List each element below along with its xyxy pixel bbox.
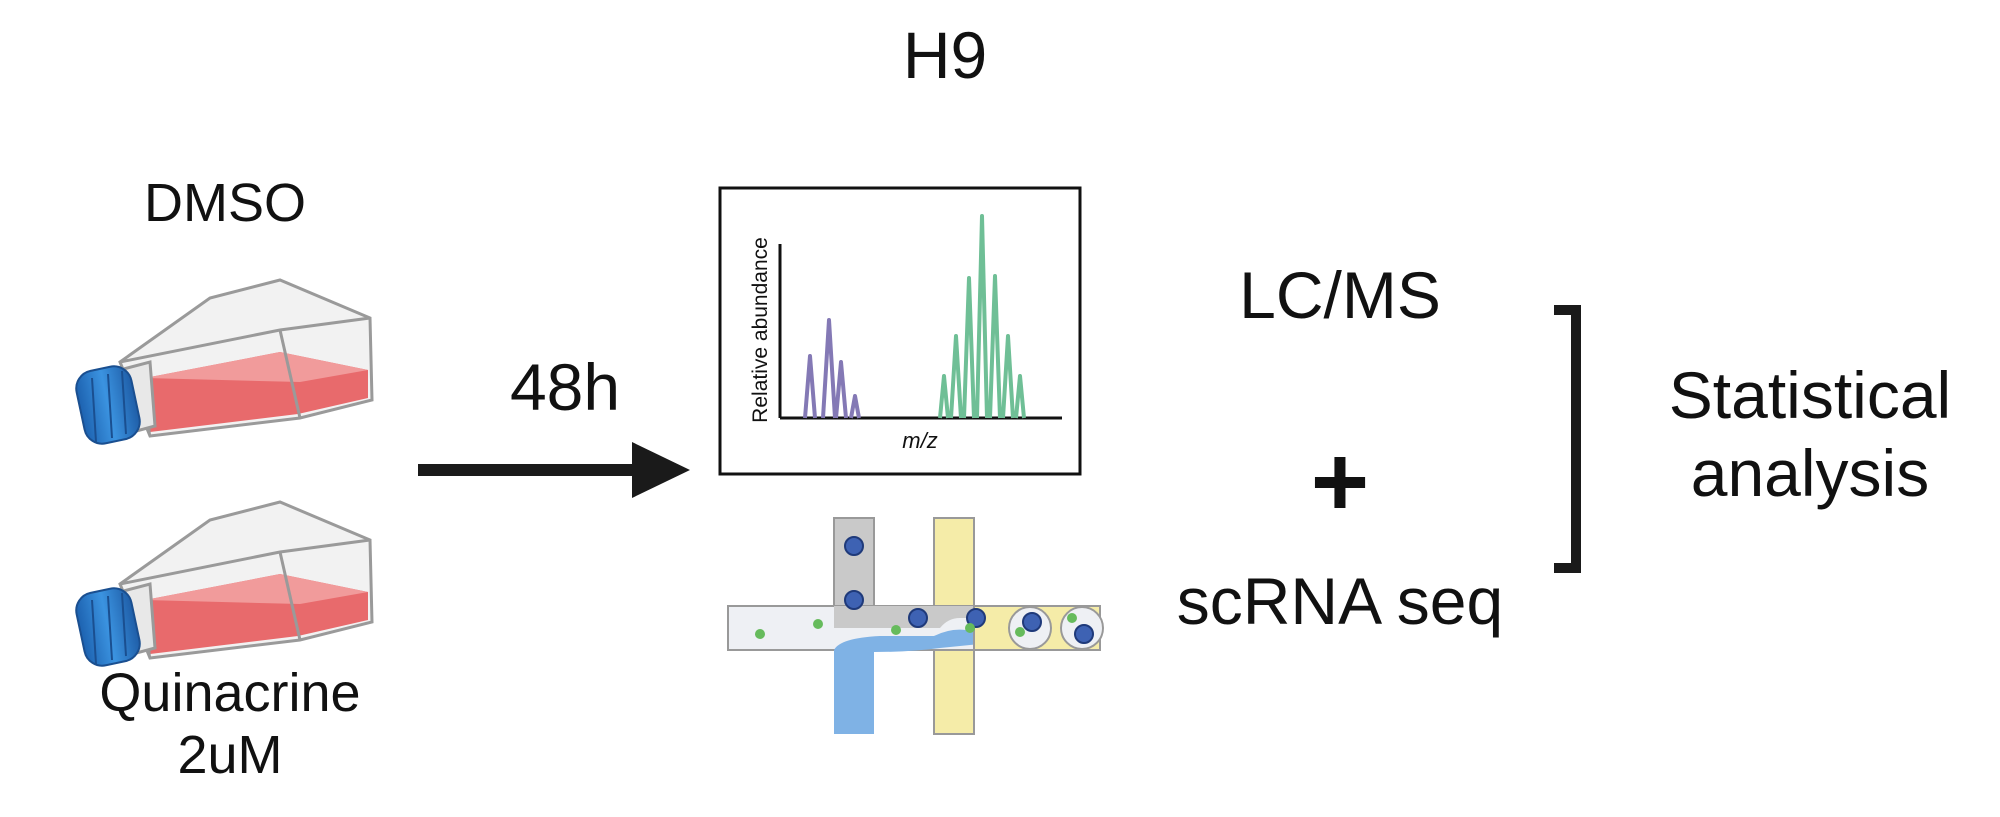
ms-ylabel: Relative abundance [749,237,772,423]
outcome-line1: Statistical [1668,358,1952,432]
method-scrnaseq-label: scRNA seq [1176,564,1504,638]
culture-flask-icon-quinacrine [71,500,374,671]
condition-treatment-label: Quinacrine 2uM [40,662,420,786]
cell-line-title: H9 [902,18,988,92]
microfluidic-droplet-icon [727,517,1104,735]
outcome-line2: analysis [1690,436,1930,510]
treatment-dose: 2uM [177,725,283,785]
treatment-name: Quinacrine [99,663,361,723]
timepoint-label: 48h [509,350,621,424]
plus-sign: + [1310,426,1370,538]
right-arrow-icon [418,442,690,498]
ms-xlabel: m/z [902,428,937,453]
condition-control-label: DMSO [144,173,306,233]
mass-spectrum-icon: Relative abundance m/z [718,186,1082,476]
culture-flask-icon-dmso [71,278,374,449]
method-lcms-label: LC/MS [1239,258,1441,332]
outcome-label: Statistical analysis [1620,356,2000,512]
bracket-icon [1554,305,1581,573]
